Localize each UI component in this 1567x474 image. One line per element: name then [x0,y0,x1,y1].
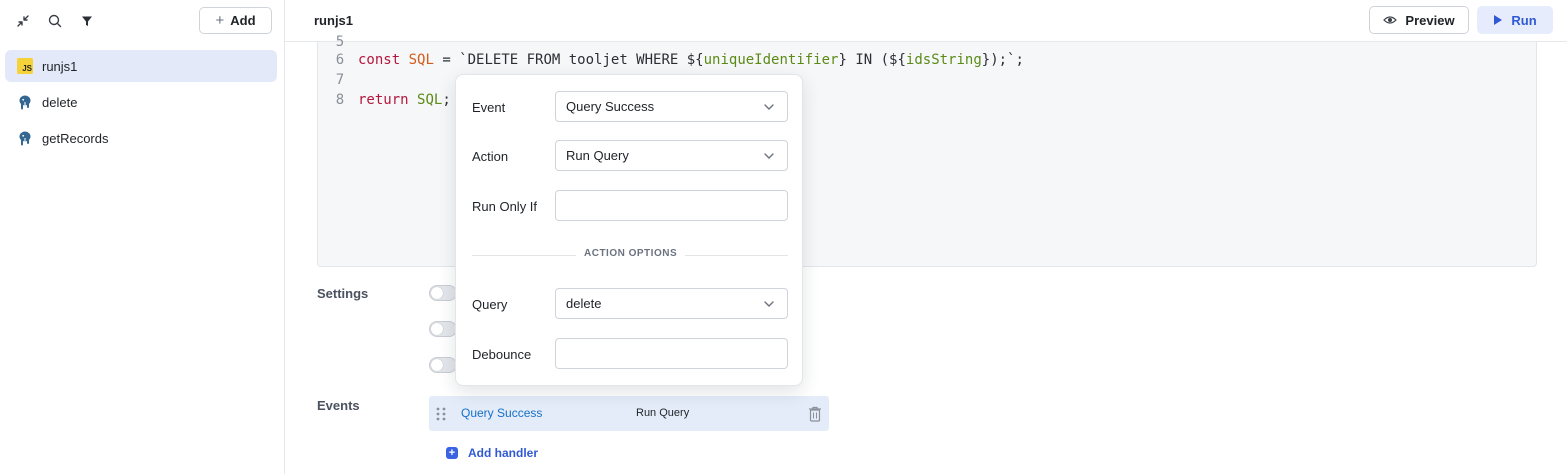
query-item-label: getRecords [42,130,109,146]
preview-label: Preview [1405,12,1455,28]
search-icon[interactable] [45,11,65,31]
add-query-label: Add [230,13,256,28]
setting-toggle[interactable] [429,285,457,301]
code-line: 5 [318,32,358,52]
plus-icon: + [215,12,225,29]
event-handler-popover: Event Query Success Action Run Query Run… [455,74,803,386]
eye-icon [1383,16,1398,24]
code-token: const [358,52,401,68]
event-select[interactable]: Query Success [555,91,788,122]
line-number: 8 [335,92,345,108]
debounce-label: Debounce [472,347,532,362]
sidebar-toolbar: + Add [0,0,284,41]
code-token: uniqueIdentifier [703,52,839,68]
line-number: 6 [335,52,345,68]
query-item-label: runjs1 [42,58,78,74]
js-icon: JS [17,58,33,74]
setting-toggle[interactable] [429,357,457,373]
code-token: SQL [417,92,443,108]
code-token: SQL [408,52,434,68]
run-label: Run [1511,12,1537,28]
query-item-label: delete [42,94,78,110]
query-select-value: delete [566,296,602,311]
code-token: return [358,92,409,108]
action-select[interactable]: Run Query [555,140,788,171]
code-line: 8 return SQL; [318,90,451,110]
line-number: 7 [335,72,345,88]
run-only-if-label: Run Only If [472,199,538,214]
preview-button[interactable]: Preview [1369,6,1469,34]
code-token: = `DELETE FROM tooljet WHERE ${ [433,52,704,68]
filter-icon[interactable] [77,11,97,31]
action-field-label: Action [472,149,509,164]
play-icon [1494,15,1503,25]
query-item-getrecords[interactable]: getRecords [5,122,277,154]
chevron-down-icon [764,153,774,159]
query-item-delete[interactable]: delete [5,86,277,118]
code-token: ; [442,92,451,108]
postgresql-icon [19,131,31,146]
code-token: });`; [981,52,1024,68]
code-line: 6 const SQL = `DELETE FROM tooljet WHERE… [318,50,1024,70]
code-token: } IN (${ [838,52,906,68]
event-handler-action: Run Query [636,407,690,419]
query-item-runjs1[interactable]: JS runjs1 [5,50,277,82]
chevron-down-icon [764,104,774,110]
trash-icon[interactable] [808,406,822,422]
add-handler-label: Add handler [468,446,539,460]
collapse-icon[interactable] [13,11,33,31]
code-token [409,92,417,108]
event-handler-row[interactable]: Query Success Run Query [429,396,829,431]
action-options-heading: ACTION OPTIONS [576,248,686,259]
run-only-if-input[interactable] [555,190,788,221]
event-select-value: Query Success [566,99,655,114]
code-token [400,52,408,68]
queries-sidebar: + Add JS runjs1 delete getReco [0,0,285,474]
run-button[interactable]: Run [1477,6,1553,34]
action-select-value: Run Query [566,148,629,163]
chevron-down-icon [764,301,774,307]
plus-icon: + [446,447,458,459]
query-field-label: Query [472,297,508,312]
code-line: 7 [318,70,358,90]
add-handler-button[interactable]: + Add handler [446,444,538,462]
postgresql-icon [19,95,31,110]
add-query-button[interactable]: + Add [199,7,272,34]
setting-toggle[interactable] [429,321,457,337]
query-title: runjs1 [314,13,354,28]
query-select[interactable]: delete [555,288,788,319]
drag-handle-icon[interactable] [435,406,447,422]
line-number: 5 [335,34,345,50]
debounce-input[interactable] [555,338,788,369]
settings-label: Settings [317,286,369,301]
query-header: runjs1 Preview Run [285,0,1567,42]
code-token: idsString [905,52,982,68]
event-handler-event: Query Success [461,406,543,420]
event-field-label: Event [472,100,506,115]
events-label: Events [317,398,360,413]
